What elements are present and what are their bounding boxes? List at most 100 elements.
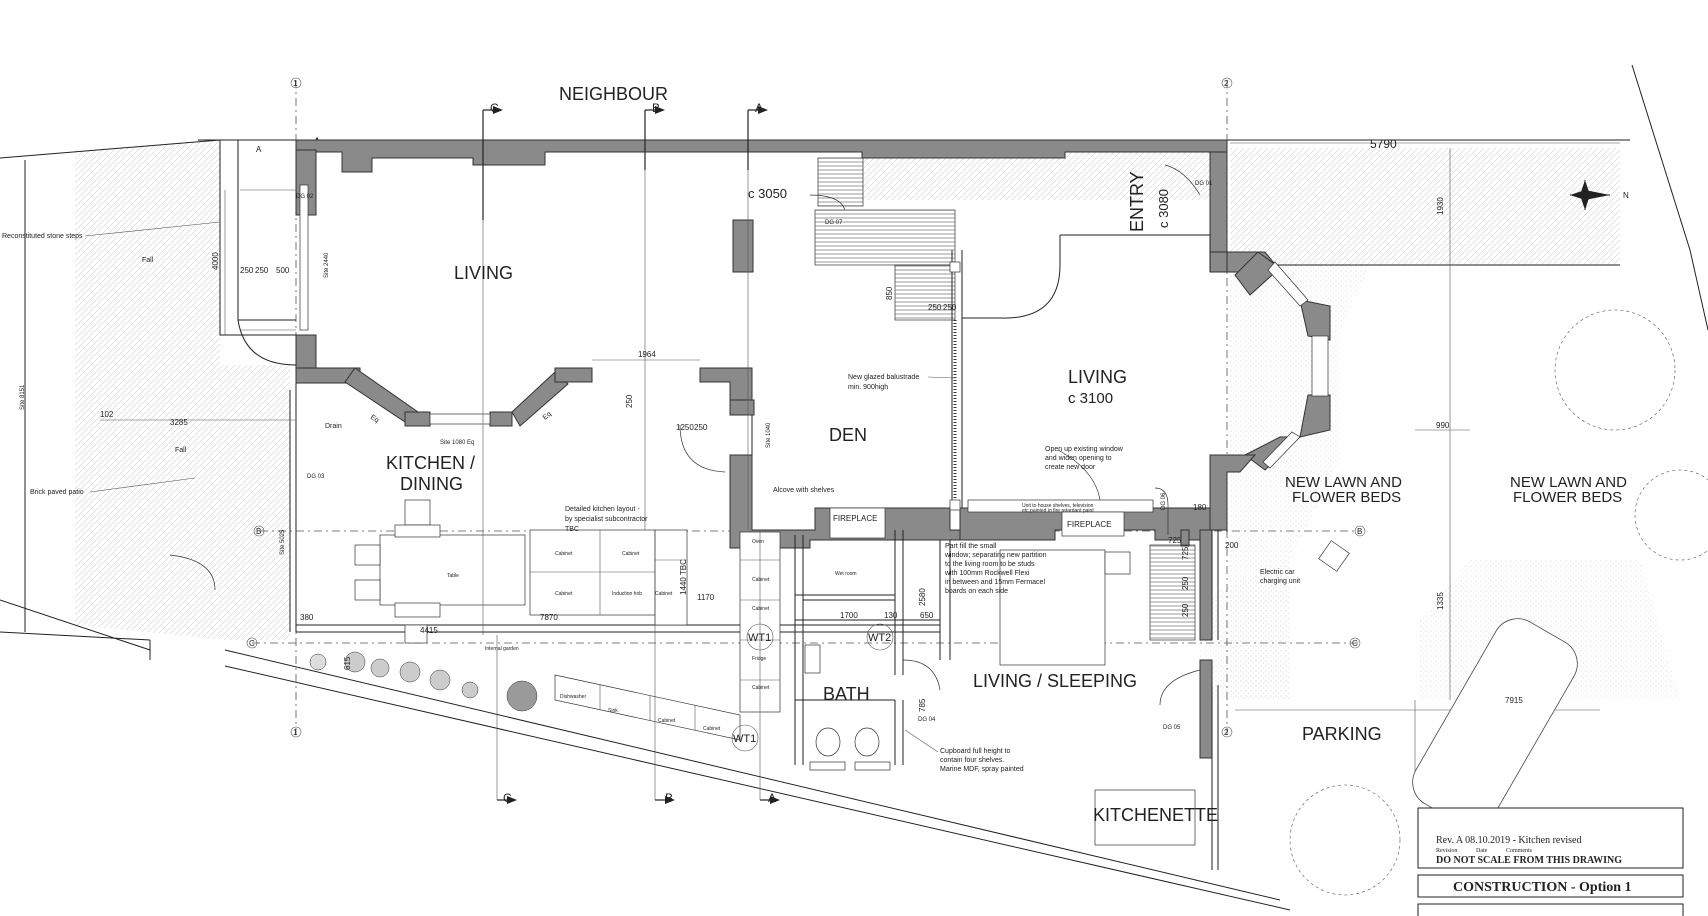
label-eq-1: Eq [369,414,380,425]
dimensions: 5790 1964 4000 250 250 500 102 3285 250 … [100,137,1620,712]
note-partfill-1: Part fill the small [945,543,997,550]
grid-b-left-label: B [256,527,261,536]
note-cupboard-3: Marine MDF, spray painted [940,766,1024,773]
section-b-top-label: B [652,101,660,115]
label-dg07: DG 07 [825,220,843,226]
dining-table [379,534,526,606]
section-a-bottom-label: A [768,791,776,805]
label-dg03: DG 03 [307,474,325,480]
label-dishwasher: Dishwasher [560,694,586,700]
dim-250g: 250 [1181,576,1190,590]
label-dg01: DG 01 [1195,181,1213,187]
label-site-5025: Site 5025 [280,529,286,555]
room-label-den: DEN [829,425,867,445]
north-arrow: N [1570,180,1629,210]
note-unit-house-2: etc.painted in fire retardant paint [1022,508,1094,514]
note-c3050: c 3050 [748,186,787,201]
label-wt1-b: WT1 [733,733,756,745]
label-cabinet-4: Cabinet [655,591,673,597]
rev-header-comments: Comments [1506,848,1533,854]
section-lines: C B A C B A [482,101,780,805]
grid-c-right-label: C [1352,639,1358,648]
fireplace-right [1061,511,1125,537]
room-label-neighbour: NEIGHBOUR [559,84,668,104]
grid-1-bottom-label: 1 [293,728,298,737]
grid-1-top-label: 1 [293,79,298,88]
dim-250c: 250 [625,394,634,408]
label-site-1080: Site 1080 Eq [440,440,474,446]
label-fridge: Fridge [752,656,766,662]
note-drain: Drain [325,423,342,430]
label-table: Table [447,573,459,579]
label-eq-2: Eq [542,411,553,422]
dim-250h: 250 [1181,603,1190,617]
note-partfill-5: in between and 15mm Fermacel [945,579,1045,586]
grid-c-left-label: C [249,639,255,648]
dim-250d: 250 [694,423,708,432]
label-sink: Sink [608,708,618,714]
grid-2-top-label: 2 [1224,79,1229,88]
lawn-left-line1: NEW LAWN AND [1285,474,1402,491]
room-label-living-left: LIVING [454,263,513,283]
dim-250a: 250 [240,266,254,275]
dim-7915: 7915 [1505,696,1523,705]
note-open-window-1: Open up existing window [1045,446,1124,453]
note-partfill-4: with 100mm Rockwell Flexi [944,570,1030,577]
note-kitchen-layout-3: TBC [565,526,579,533]
dim-102: 102 [100,410,114,419]
do-not-scale-warning: DO NOT SCALE FROM THIS DRAWING [1436,855,1622,866]
section-a-top-label: A [755,101,763,115]
grid-2-bottom-label: 2 [1224,728,1229,737]
room-label-parking: PARKING [1302,724,1382,744]
dim-990: 990 [1436,421,1450,430]
dim-250e: 250 [928,303,942,312]
dim-3285: 3285 [170,418,188,427]
dim-1335: 1335 [1436,592,1445,610]
dim-1170: 1170 [697,593,715,602]
dim-1440: 1440 TBC [679,559,688,595]
dim-250f: 250 [943,303,957,312]
revision-line: Rev. A 08.10.2019 - Kitchen revised [1436,835,1581,846]
label-oven: Oven [752,539,764,545]
label-cabinet-9: Cabinet [703,726,721,732]
annotations: c 3050 c 3080 Reconstituted stone steps … [2,181,1300,773]
room-label-living-right-sub: c 3100 [1068,390,1113,407]
note-kitchen-layout-1: Detailed kitchen layout - [565,506,640,513]
room-label-entry: ENTRY [1127,171,1147,232]
lawn-left-line2: FLOWER BEDS [1292,489,1401,506]
note-kitchen-layout-2: by specialist subcontractor [565,516,648,523]
room-labels: NEIGHBOUR LIVING KITCHEN / DINING DEN EN… [386,84,1627,825]
note-fall-1: Fall [142,257,154,264]
dim-200: 200 [1225,541,1239,550]
label-dg02: DG 02 [296,194,314,200]
label-site-1040: Site 1040 [766,422,772,448]
label-site-2440: Site 2440 [324,252,330,278]
note-open-window-3: create new door [1045,464,1096,471]
note-partfill-2: window; separating new partition [944,552,1047,559]
title-block: Rev. A 08.10.2019 - Kitchen revised Revi… [1417,807,1684,916]
grid-a-label: A [256,145,262,154]
label-cabinet-2: Cabinet [622,551,640,557]
kitchenette-unit [1094,789,1196,846]
note-balustrade-1: New glazed balustrade [848,374,919,381]
section-c-bottom-label: C [503,791,512,805]
bed [999,549,1106,666]
dim-500: 500 [276,266,290,275]
room-label-living-right: LIVING [1068,367,1127,387]
dim-1930: 1930 [1436,197,1445,215]
fireplaces: FIREPLACE FIREPLACE [829,507,1125,539]
note-ev-2: charging unit [1260,578,1300,585]
label-cabinet-5: Cabinet [752,577,770,583]
label-cabinet-8: Cabinet [658,718,676,724]
room-label-living-sleeping: LIVING / SLEEPING [973,671,1137,691]
rev-header-revision: Revision [1436,848,1457,854]
dim-380: 380 [300,613,314,622]
dim-2580: 2580 [918,588,927,606]
label-cabinet-3: Cabinet [555,591,573,597]
brick-patio-hatch [75,140,290,640]
label-cabinet-1: Cabinet [555,551,573,557]
label-induction-hob: Induction hob [612,591,642,597]
dim-4000: 4000 [211,252,220,270]
room-label-dining: DINING [400,474,463,494]
